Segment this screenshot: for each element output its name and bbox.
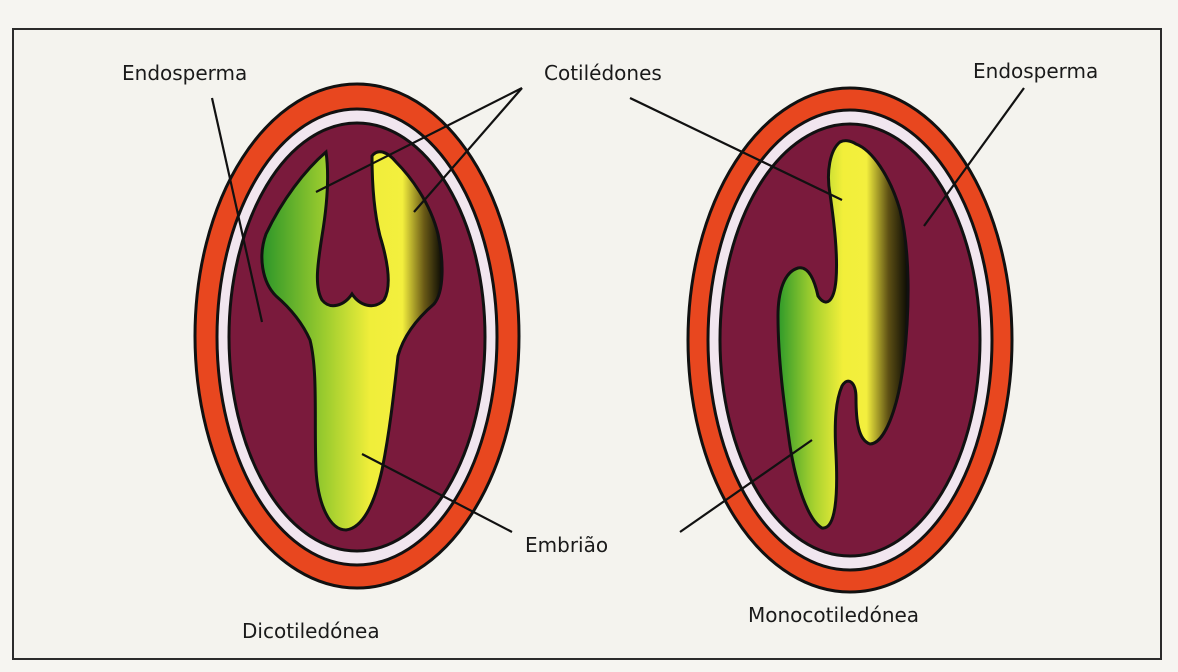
label-cotiledones: Cotilédones bbox=[544, 61, 662, 85]
label-endosperma-left: Endosperma bbox=[122, 61, 247, 85]
label-dicotiledonea: Dicotiledónea bbox=[242, 619, 380, 643]
label-monocotiledonea: Monocotiledónea bbox=[748, 603, 919, 627]
label-endosperma-right: Endosperma bbox=[973, 59, 1098, 83]
dicot-seed bbox=[195, 84, 519, 588]
label-embriao: Embrião bbox=[525, 533, 608, 557]
monocot-seed bbox=[688, 88, 1012, 592]
